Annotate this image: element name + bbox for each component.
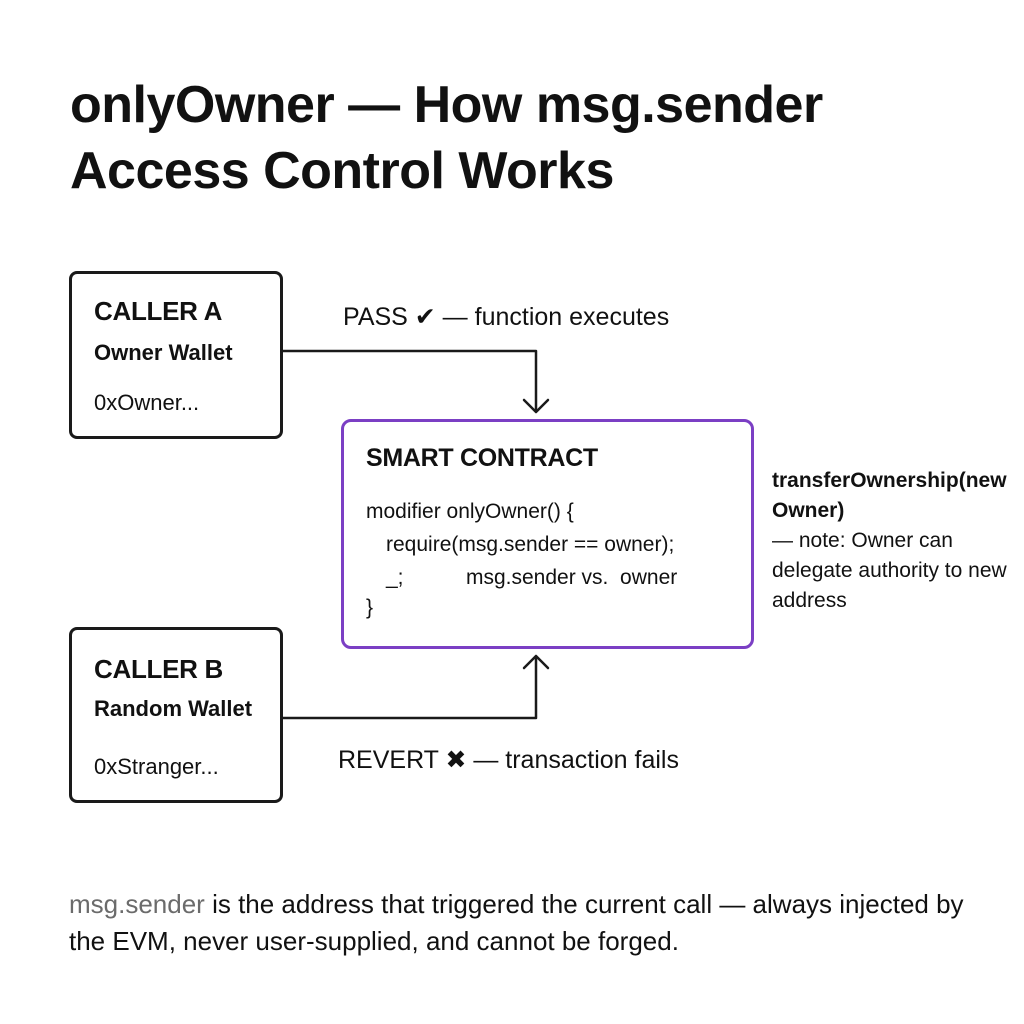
- footer-text: is the address that triggered the curren…: [69, 889, 964, 956]
- caller-a-box: CALLER A Owner Wallet 0xOwner...: [69, 271, 283, 439]
- code-inline-note: msg.sender vs. owner: [466, 566, 678, 589]
- side-note-function: transferOwnership(newOwner): [772, 469, 1007, 522]
- caller-b-subtitle: Random Wallet: [94, 696, 253, 721]
- caller-b-title: CALLER B: [94, 654, 224, 684]
- footer-highlight: msg.sender: [69, 889, 205, 919]
- code-line: modifier onlyOwner() {: [366, 500, 574, 523]
- caller-b-address: 0xStranger...: [94, 754, 219, 779]
- footer-explanation: msg.sender is the address that triggered…: [69, 886, 969, 960]
- code-line: require(msg.sender == owner);: [386, 533, 675, 556]
- side-note-description: — note: Owner can delegate authority to …: [772, 529, 1007, 612]
- revert-arrowhead: [522, 654, 550, 670]
- code-line: _;: [386, 566, 404, 589]
- contract-title: SMART CONTRACT: [366, 444, 598, 472]
- code-line: }: [366, 596, 374, 619]
- title-line-1: onlyOwner — How msg.sender: [70, 76, 823, 134]
- pass-connector: [281, 349, 538, 413]
- caller-a-subtitle: Owner Wallet: [94, 340, 233, 365]
- page-title: onlyOwner — How msg.sender Access Contro…: [70, 72, 823, 204]
- transfer-ownership-note: transferOwnership(newOwner) — note: Owne…: [772, 466, 1012, 616]
- pass-label: PASS ✔ — function executes: [343, 303, 670, 331]
- caller-a-title: CALLER A: [94, 296, 223, 326]
- pass-arrowhead: [522, 398, 550, 414]
- revert-label: REVERT ✖ — transaction fails: [338, 746, 679, 774]
- smart-contract-box: SMART CONTRACT modifier onlyOwner() { re…: [341, 419, 754, 649]
- caller-a-address: 0xOwner...: [94, 390, 200, 415]
- caller-b-box: CALLER B Random Wallet 0xStranger...: [69, 627, 283, 803]
- revert-connector: [281, 655, 538, 720]
- title-line-2: Access Control Works: [70, 142, 614, 200]
